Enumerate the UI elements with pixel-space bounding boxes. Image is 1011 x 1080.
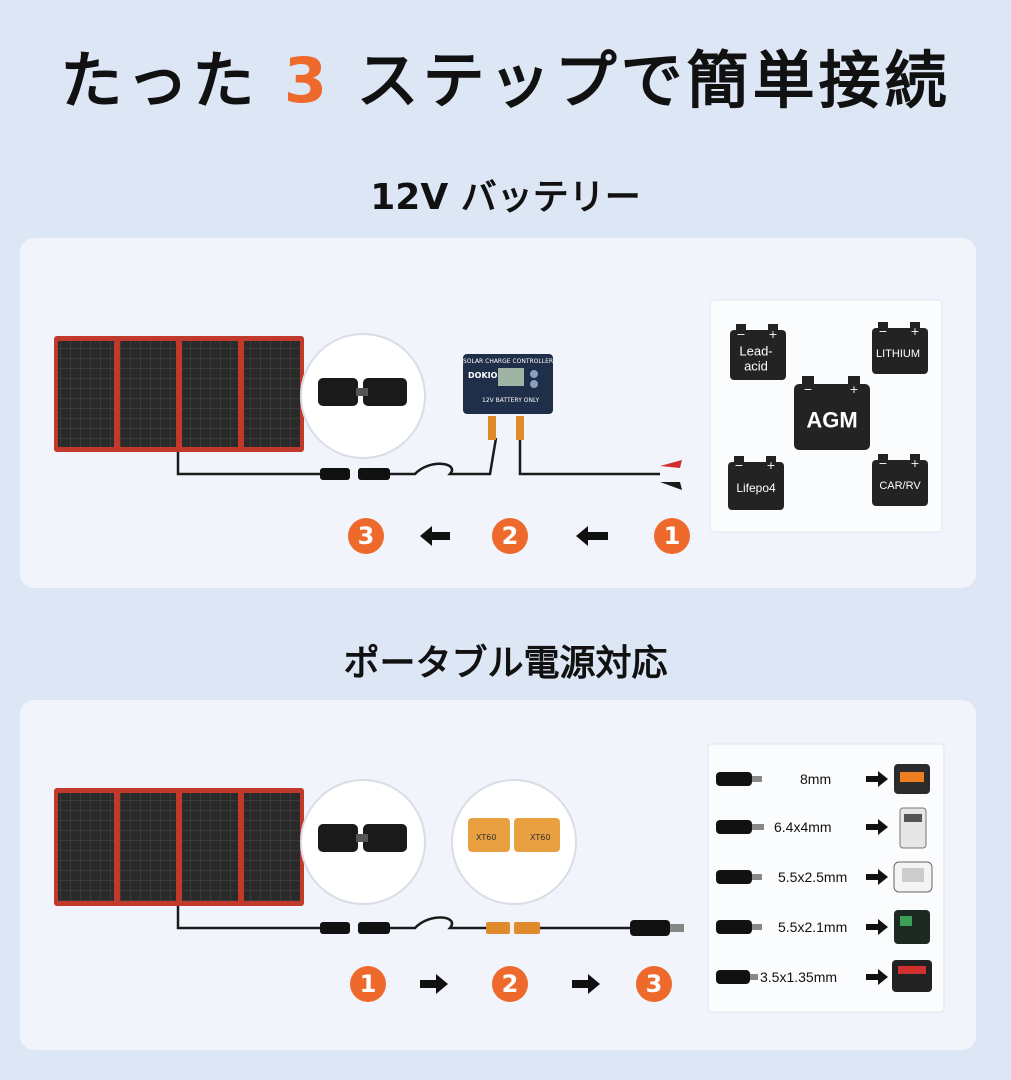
svg-text:1: 1: [664, 522, 681, 550]
solar-panel-icon: [54, 336, 304, 452]
svg-text:+: +: [768, 328, 777, 341]
portable-power-station-icon: [899, 807, 927, 849]
title-after: ステップで簡単接続: [356, 44, 951, 117]
battery-connection-panel: SOLAR CHARGE CONTROLLER DOKIO 12V BATTER…: [20, 238, 976, 588]
controller-label: 12V BATTERY ONLY: [482, 397, 540, 404]
plug-row: 3.5x1.35mm: [716, 960, 932, 992]
step-marker-1: 1: [654, 518, 690, 554]
battery-icon: − + Lifepo4: [728, 456, 784, 510]
battery-diagram: SOLAR CHARGE CONTROLLER DOKIO 12V BATTER…: [54, 299, 943, 554]
svg-text:AGM: AGM: [806, 408, 857, 433]
svg-text:1: 1: [360, 970, 377, 998]
section-heading-portable-power: ポータブル電源対応: [343, 643, 668, 684]
xt60-connector-icon: [486, 922, 540, 934]
dc-plug-icon: [716, 820, 764, 834]
svg-text:−: −: [878, 457, 887, 470]
svg-text:+: +: [849, 383, 858, 396]
controller-header: SOLAR CHARGE CONTROLLER: [463, 358, 553, 365]
svg-text:2: 2: [502, 970, 519, 998]
plug-size-label: 3.5x1.35mm: [760, 969, 837, 985]
dc-plug-icon: [630, 920, 684, 936]
arrow-right-icon: [866, 919, 888, 935]
svg-text:XT60: XT60: [530, 833, 550, 842]
plug-size-label: 8mm: [800, 771, 831, 787]
plug-size-label: 5.5x2.1mm: [778, 919, 847, 935]
portable-power-station-icon: [893, 861, 933, 893]
arrow-right-icon: [420, 974, 448, 994]
svg-text:+: +: [910, 457, 919, 470]
svg-text:Lead-: Lead-: [739, 344, 772, 359]
alligator-clip-icon: [660, 460, 682, 490]
svg-text:−: −: [878, 325, 887, 338]
step-marker-2: 2: [492, 966, 528, 1002]
mc4-connector-icon: [320, 468, 390, 480]
step-marker-1: 1: [350, 966, 386, 1002]
portable-power-station-icon: [894, 910, 930, 944]
mc4-connector-icon: [320, 922, 390, 934]
title-number: 3: [283, 44, 332, 117]
plug-row: 6.4x4mm: [716, 807, 927, 849]
step-marker-3: 3: [348, 518, 384, 554]
step-marker-2: 2: [492, 518, 528, 554]
svg-text:LITHIUM: LITHIUM: [876, 348, 920, 360]
svg-text:−: −: [803, 383, 812, 396]
arrow-left-icon: [576, 526, 608, 546]
svg-text:Lifepo4: Lifepo4: [736, 481, 776, 495]
dc-plug-icon: [716, 772, 762, 786]
xt60-zoom-icon: XT60 XT60: [451, 779, 577, 905]
plug-row: 8mm: [716, 764, 930, 794]
dc-plug-icon: [716, 870, 762, 884]
plug-row: 5.5x2.1mm: [716, 910, 930, 944]
svg-text:3: 3: [358, 522, 375, 550]
portable-power-panel: XT60 XT60 1 2 3 8mm 6.4x4mm: [20, 700, 976, 1050]
arrow-right-icon: [866, 869, 888, 885]
arrow-right-icon: [572, 974, 600, 994]
plug-row: 5.5x2.5mm: [716, 861, 933, 893]
plug-size-label: 6.4x4mm: [774, 819, 832, 835]
svg-text:acid: acid: [744, 359, 768, 374]
svg-text:XT60: XT60: [476, 833, 496, 842]
charge-controller-icon: SOLAR CHARGE CONTROLLER DOKIO 12V BATTER…: [463, 354, 553, 440]
svg-text:3: 3: [646, 970, 663, 998]
portable-power-station-icon: [892, 960, 932, 992]
svg-text:+: +: [766, 459, 775, 472]
title-before: たった: [60, 44, 259, 117]
arrow-right-icon: [866, 819, 888, 835]
plug-size-label: 5.5x2.5mm: [778, 869, 847, 885]
svg-text:CAR/RV: CAR/RV: [879, 480, 921, 492]
section-heading-battery: 12V バッテリー: [370, 177, 641, 218]
controller-brand: DOKIO: [468, 371, 498, 380]
svg-text:+: +: [910, 325, 919, 338]
svg-text:2: 2: [502, 522, 519, 550]
svg-text:−: −: [734, 459, 743, 472]
solar-panel-icon: [54, 788, 304, 906]
battery-icon: − + AGM: [794, 376, 870, 450]
step-marker-3: 3: [636, 966, 672, 1002]
arrow-right-icon: [866, 969, 888, 985]
mc4-zoom-icon: [300, 333, 426, 459]
battery-icon: − + LITHIUM: [872, 322, 928, 374]
plug-list-box: [707, 743, 945, 1013]
battery-icon: − + CAR/RV: [872, 454, 928, 506]
dc-plug-icon: [716, 920, 762, 934]
portable-power-station-icon: [894, 764, 930, 794]
arrow-left-icon: [420, 526, 450, 546]
arrow-right-icon: [866, 771, 888, 787]
dc-plug-icon: [716, 970, 758, 984]
battery-icon: − + Lead- acid: [730, 324, 786, 380]
page-title: たった 3 ステップで簡単接続: [0, 30, 1011, 120]
mc4-zoom-icon: [300, 779, 426, 905]
portable-power-diagram: XT60 XT60 1 2 3 8mm 6.4x4mm: [54, 743, 945, 1013]
svg-text:−: −: [736, 328, 745, 341]
